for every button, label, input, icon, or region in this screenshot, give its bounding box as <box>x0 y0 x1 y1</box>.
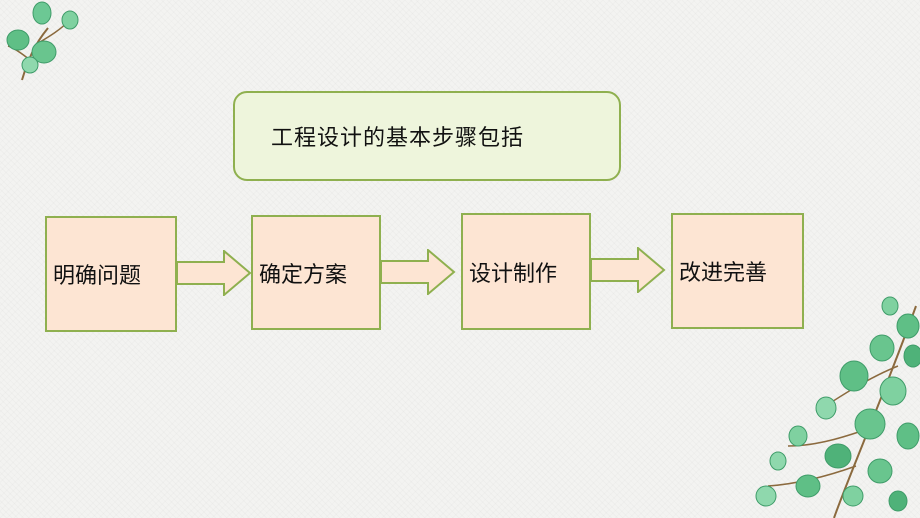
step-label-1: 明确问题 <box>53 264 142 289</box>
arrow-right-icon-3 <box>590 247 666 293</box>
arrow-right-icon-1 <box>176 250 252 296</box>
step-label-3: 设计制作 <box>469 261 558 287</box>
step-label-4: 改进完善 <box>679 261 768 286</box>
step-box-3: 设计制作 <box>461 213 591 330</box>
step-box-1: 明确问题 <box>45 216 177 332</box>
arrow-right-icon-2 <box>380 249 456 295</box>
step-label-2: 确定方案 <box>259 262 348 288</box>
leaf-decoration-top-left-icon <box>6 1 79 81</box>
title-text: 工程设计的基本步骤包括 <box>271 126 525 151</box>
step-box-4: 改进完善 <box>671 213 804 329</box>
step-box-2: 确定方案 <box>251 215 381 330</box>
title-box: 工程设计的基本步骤包括 <box>233 91 621 181</box>
leaf-decoration-bottom-right-icon <box>755 296 920 518</box>
